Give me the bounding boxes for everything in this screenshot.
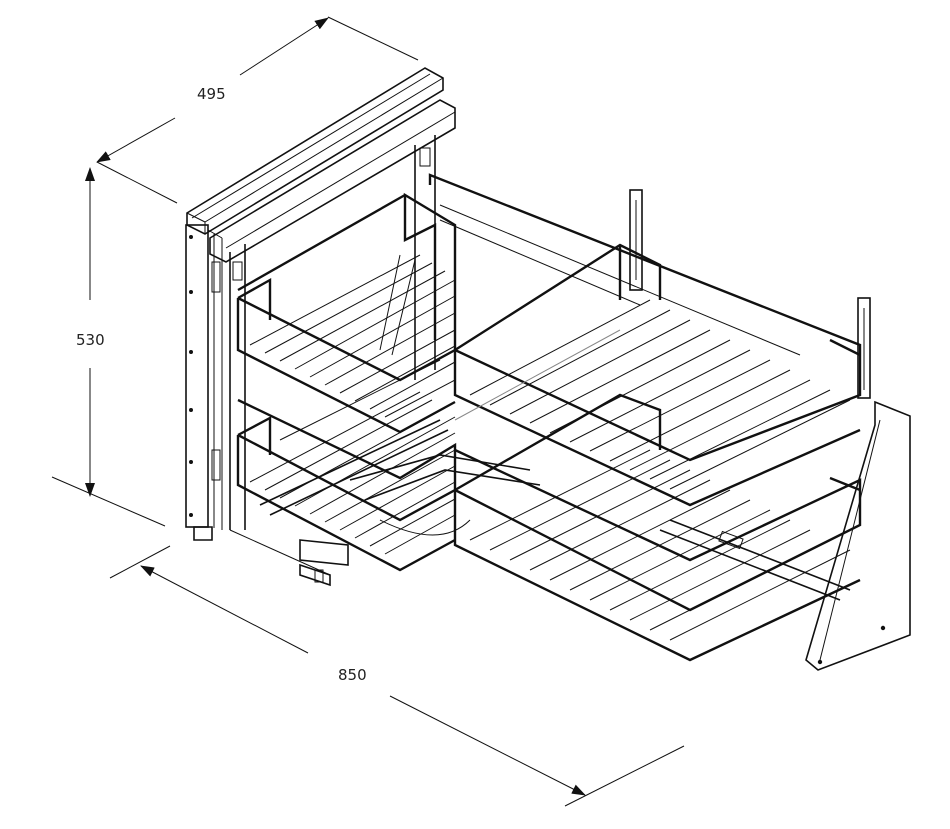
extension-line <box>109 545 171 579</box>
dimension-label-530: 530 <box>76 331 105 349</box>
dimension-arrow <box>239 17 329 76</box>
right-basket-lower <box>453 329 862 662</box>
linkage <box>349 254 541 536</box>
dimension-530 <box>51 167 166 527</box>
right-support <box>629 189 911 671</box>
front-upright <box>185 224 209 528</box>
extension-line <box>96 161 178 204</box>
right-post <box>857 297 871 399</box>
dimension-arrow <box>389 695 586 796</box>
left-basket-lower <box>236 359 457 572</box>
side-bracket <box>805 400 911 671</box>
left-basket-upper <box>236 192 457 434</box>
right-basket-upper <box>428 173 862 507</box>
dimension-arrow <box>140 565 309 654</box>
basket-wires <box>249 254 456 418</box>
dimension-850 <box>109 545 685 807</box>
middle-post <box>629 189 643 291</box>
extension-line <box>564 745 685 807</box>
extension-line <box>327 16 419 61</box>
second-rail <box>209 99 456 263</box>
dimension-495 <box>96 16 419 204</box>
dimension-label-495: 495 <box>197 85 226 103</box>
left-frame <box>185 67 456 587</box>
extension-line <box>51 476 166 527</box>
dimension-arrow <box>96 117 176 163</box>
dimension-label-850: 850 <box>338 666 367 684</box>
handle-bracket <box>299 539 349 566</box>
